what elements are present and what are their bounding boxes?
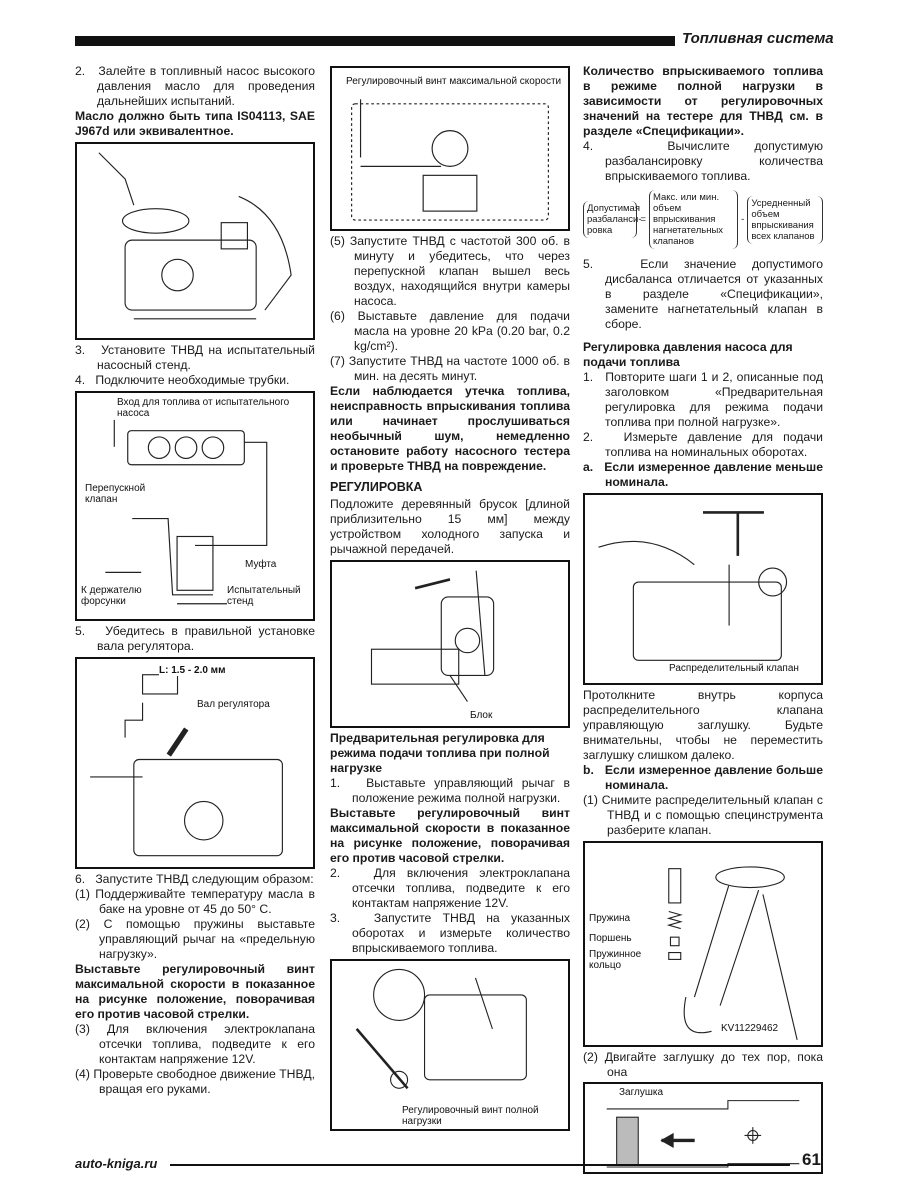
label-test-stand: Испытательный стенд bbox=[227, 585, 307, 607]
substep-6: (6) Выставьте давление для подачи масла … bbox=[330, 309, 570, 353]
header-bar bbox=[75, 36, 675, 46]
figure-special-tool: Пружина Поршень Пружинное кольцо KV11229… bbox=[583, 841, 823, 1047]
step-1: 1. Выставьте управляющий рычаг в положен… bbox=[330, 776, 570, 805]
heading-adjustment: РЕГУЛИРОВКА bbox=[330, 480, 423, 494]
label-governor-shaft: Вал регулятора bbox=[197, 699, 270, 710]
label-max-speed-screw: Регулировочный винт максимальной скорост… bbox=[346, 76, 562, 87]
footer-rule bbox=[170, 1164, 790, 1166]
substep-1: (1) Поддерживайте температуру масла в ба… bbox=[75, 887, 315, 916]
figure-block: Блок bbox=[330, 560, 570, 728]
column-3: Количество впрыскиваемого топлива в режи… bbox=[583, 64, 824, 1177]
max-speed-note-2: Выставьте регулировочный винт максимальн… bbox=[330, 806, 570, 865]
step-2: 2. Для включения электроклапана отсечки … bbox=[330, 866, 570, 910]
formula-imbalance: Допустимая разбаланси-ровка bbox=[583, 201, 642, 238]
substep-4: (4) Проверьте свободное движение ТНВД, в… bbox=[75, 1067, 315, 1096]
imbalance-formula: Допустимая разбаланси-ровка = Макс. или … bbox=[583, 190, 824, 249]
label-piston: Поршень bbox=[589, 933, 632, 944]
column-1: 2. Залейте в топливный насос высокого да… bbox=[75, 64, 315, 1097]
warning-note: Если наблюдается утечка топлива, неиспра… bbox=[330, 384, 570, 473]
label-tool-number: KV11229462 bbox=[721, 1023, 779, 1034]
label-injector-holder: К держателю форсунки bbox=[81, 585, 151, 607]
figure-distribution-valve: Распределительный клапан bbox=[583, 493, 823, 685]
step-6: 6. Запустите ТНВД следующим образом: bbox=[75, 872, 314, 886]
step-3: 3. Запустите ТНВД на указанных оборотах … bbox=[330, 911, 570, 955]
step-5: 5. Убедитесь в правильной установке вала… bbox=[75, 624, 315, 653]
column-2: Регулировочный винт максимальной скорост… bbox=[330, 64, 570, 1134]
footer-site: auto-kniga.ru bbox=[75, 1156, 158, 1171]
page-number: 61 bbox=[802, 1150, 821, 1169]
formula-equals: = bbox=[640, 214, 646, 225]
step-1: 1. Повторите шаги 1 и 2, описанные под з… bbox=[583, 370, 823, 429]
substep-5: (5) Запустите ТНВД с частотой 300 об. в … bbox=[330, 234, 570, 308]
substep-3: (3) Для включения электроклапана отсечки… bbox=[75, 1022, 315, 1066]
formula-max-min-volume: Макс. или мин. объем впрыскивания нагнет… bbox=[648, 190, 739, 249]
substep-2: (2) Двигайте заглушку до тех пор, пока о… bbox=[583, 1050, 823, 1079]
substep-2: (2) С помощью пружины выставьте управляю… bbox=[75, 917, 315, 961]
heading-feed-pressure: Регулировка давления насоса для подачи т… bbox=[583, 340, 793, 369]
label-distribution-valve: Распределительный клапан bbox=[669, 663, 799, 674]
step-3: 3. Установите ТНВД на испытательный насо… bbox=[75, 343, 315, 372]
label-gap: L: 1.5 - 2.0 мм bbox=[159, 665, 226, 676]
oil-note: Масло должно быть типа IS04113, SAE J967… bbox=[75, 109, 315, 138]
injection-quantity-note: Количество впрыскиваемого топлива в режи… bbox=[583, 64, 823, 138]
step-2: 2. Залейте в топливный насос высокого да… bbox=[75, 64, 315, 108]
step-5: 5. Если значение допустимого дисбаланса … bbox=[583, 257, 823, 331]
figure-test-stand: Вход для топлива от испытательного насос… bbox=[75, 391, 315, 621]
label-ring: Пружинное кольцо bbox=[589, 949, 655, 971]
figure-full-load-screw: Регулировочный винт полной нагрузки bbox=[330, 959, 570, 1131]
formula-average-volume: Усредненный объем впрыскивания всех клап… bbox=[747, 195, 824, 244]
case-a: a. Если измеренное давление меньше номин… bbox=[583, 460, 823, 489]
figure-max-speed-screw: Регулировочный винт максимальной скорост… bbox=[330, 66, 570, 231]
step-2: 2. Измерьте давление для подачи топлива … bbox=[583, 430, 823, 459]
step-4: 4. Вычислите допустимую разбалансировку … bbox=[583, 139, 823, 183]
section-title: Топливная система bbox=[682, 30, 834, 47]
case-a-paragraph: Протолкните внутрь корпуса распределител… bbox=[583, 688, 823, 762]
label-bypass-valve: Перепускной клапан bbox=[85, 483, 146, 505]
max-speed-note: Выставьте регулировочный винт максимальн… bbox=[75, 962, 315, 1021]
substep-1: (1) Снимите распределительный клапан с Т… bbox=[583, 793, 823, 837]
label-coupling: Муфта bbox=[245, 559, 277, 570]
formula-minus: - bbox=[741, 214, 745, 225]
label-plug: Заглушка bbox=[619, 1087, 664, 1098]
adjustment-paragraph: Подложите деревянный брусок [длиной приб… bbox=[330, 497, 570, 556]
label-spring: Пружина bbox=[589, 913, 631, 924]
figure-pump-oil-fill bbox=[75, 142, 315, 340]
label-fuel-inlet: Вход для топлива от испытательного насос… bbox=[117, 397, 307, 419]
label-full-load-screw: Регулировочный винт полной нагрузки bbox=[402, 1105, 552, 1127]
label-block: Блок bbox=[470, 710, 493, 721]
figure-plug: Заглушка bbox=[583, 1082, 823, 1174]
substep-7: (7) Запустите ТНВД на частоте 1000 об. в… bbox=[330, 354, 570, 383]
subheading-preliminary: Предварительная регулировка для режима п… bbox=[330, 731, 550, 775]
step-4: 4. Подключите необходимые трубки. bbox=[75, 373, 290, 387]
figure-governor-shaft: L: 1.5 - 2.0 мм Вал регулятора bbox=[75, 657, 315, 869]
case-b: b. Если измеренное давление больше номин… bbox=[583, 763, 823, 792]
